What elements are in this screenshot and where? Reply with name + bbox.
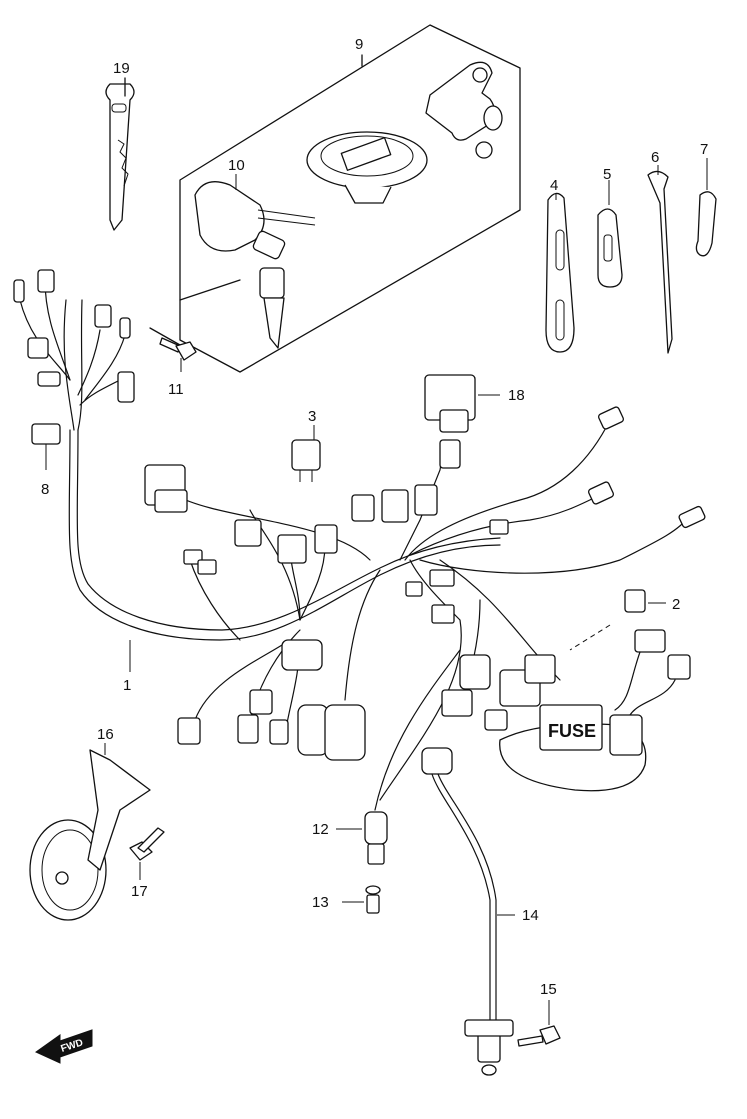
part-19-key bbox=[105, 77, 135, 231]
callout-17: 17 bbox=[131, 883, 148, 900]
callout-11: 11 bbox=[168, 381, 184, 398]
part-5-clamp bbox=[597, 180, 623, 288]
callout-13: 13 bbox=[312, 894, 329, 911]
callout-10: 10 bbox=[228, 157, 245, 174]
callout-4: 4 bbox=[550, 177, 558, 194]
part-11-screw bbox=[159, 337, 197, 372]
callout-1: 1 bbox=[123, 677, 131, 694]
callout-14: 14 bbox=[522, 907, 539, 924]
part-4-clamp bbox=[545, 192, 575, 353]
callout-8: 8 bbox=[41, 481, 49, 498]
callout-7: 7 bbox=[700, 141, 708, 158]
fuse-box-label: FUSE bbox=[548, 721, 596, 741]
callout-12: 12 bbox=[312, 821, 329, 838]
callout-18: 18 bbox=[508, 387, 525, 404]
part-3-relay bbox=[291, 425, 321, 482]
part-17-bolt bbox=[129, 827, 165, 880]
forward-arrow-icon: FWD bbox=[35, 1029, 93, 1064]
callout-5: 5 bbox=[603, 166, 611, 183]
part-6-cable-tie bbox=[647, 165, 673, 354]
part-12-switch bbox=[336, 649, 461, 865]
callout-15: 15 bbox=[540, 981, 557, 998]
callout-2: 2 bbox=[672, 596, 680, 613]
part-14-sensor bbox=[421, 747, 515, 1076]
part-15-bolt bbox=[517, 1000, 561, 1047]
callout-9: 9 bbox=[355, 36, 363, 53]
part-16-horn bbox=[29, 743, 151, 921]
part-1-main-harness: FUSE bbox=[13, 269, 706, 801]
callout-16: 16 bbox=[97, 726, 114, 743]
callout-6: 6 bbox=[651, 149, 659, 166]
part-18-relay bbox=[424, 374, 500, 433]
part-9-lock-set bbox=[149, 24, 521, 373]
part-2-fuse bbox=[569, 589, 666, 651]
part-13-washer bbox=[342, 885, 381, 914]
part-7-cable-tie bbox=[695, 158, 717, 257]
callout-3: 3 bbox=[308, 408, 316, 425]
callout-19: 19 bbox=[113, 60, 130, 77]
